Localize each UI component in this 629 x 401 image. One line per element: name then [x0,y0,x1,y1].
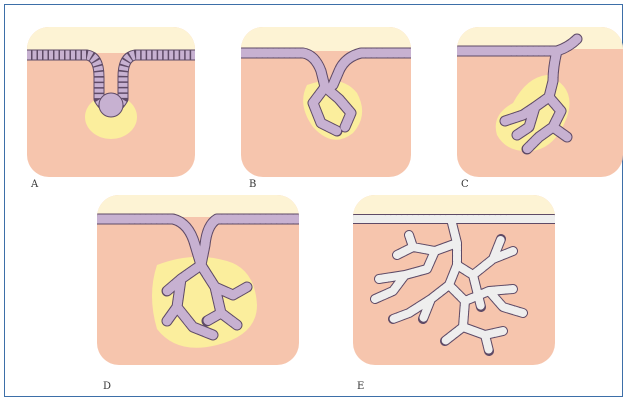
panel-a-bud-stage [27,27,195,177]
lumen-area [353,195,555,217]
lumen-area [27,27,195,53]
panel-c-branching-stage [457,27,623,177]
panel-d-label: D [103,381,112,392]
epithelium-cells [353,219,555,351]
panel-a-illustration [27,27,195,177]
bud-cell-cluster [99,93,123,117]
panel-d-illustration [97,195,299,365]
lumen-area [241,27,411,51]
figure-frame: A B C D [4,4,623,397]
panel-c-label: C [461,179,469,190]
panel-b-cord-stage [241,27,411,177]
panel-d-branched-stage [97,195,299,365]
panel-b-label: B [249,179,257,190]
panel-e-mature-gland [353,195,555,365]
panel-b-illustration [241,27,411,177]
panel-a-label: A [31,179,39,190]
panel-e-label: E [357,381,365,392]
panel-e-illustration [353,195,555,365]
panel-c-illustration [457,27,623,177]
